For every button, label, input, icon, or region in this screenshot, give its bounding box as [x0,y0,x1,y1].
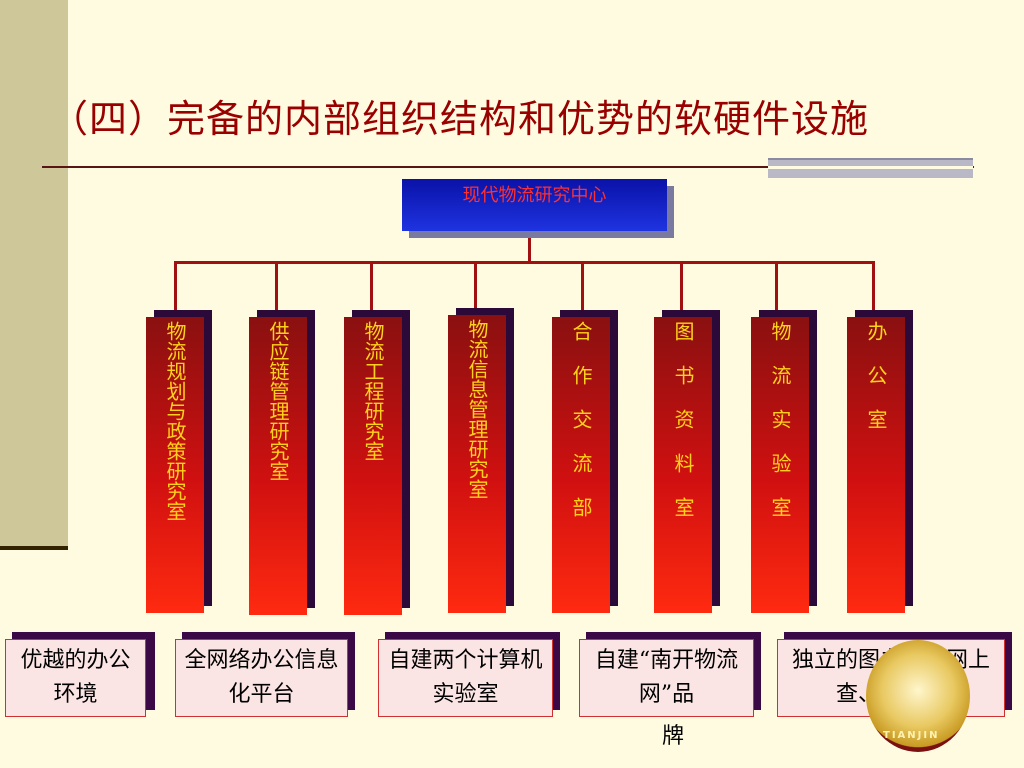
root-connector [528,231,531,263]
dept-label-1: 物流规划与政策研究室 [163,321,187,521]
dept-connector-5 [581,261,584,317]
university-seal-icon [866,640,970,752]
dept-connector-1 [174,261,177,317]
root-node: 现代物流研究中心 [402,179,667,231]
seal-lettering: TIANJIN [883,730,940,741]
feature-box-3: 自建两个计算机实验室 [378,639,553,717]
dept-label-3: 物流工程研究室 [361,321,385,461]
dept-connector-6 [680,261,683,317]
dept-node-4: 物流信息管理研究室 [448,315,506,613]
slide-title: （四）完备的内部组织结构和优势的软硬件设施 [50,97,870,141]
branch-connector [174,261,875,264]
dept-label-5: 合 作 交 流 部 [569,321,593,517]
dept-label-8: 办 公 室 [864,321,888,429]
dept-node-5: 合 作 交 流 部 [552,317,610,613]
feature-box-4: 自建“南开物流网”品 [579,639,754,717]
feature-overflow-text: 牌 [662,724,685,749]
title-rule [42,166,974,168]
dept-node-7: 物 流 实 验 室 [751,317,809,613]
title-rule-bar [768,158,973,178]
dept-node-1: 物流规划与政策研究室 [146,317,204,613]
dept-node-2: 供应链管理研究室 [249,317,307,615]
dept-connector-7 [775,261,778,317]
left-decor-line [0,546,68,550]
dept-label-4: 物流信息管理研究室 [465,319,489,499]
dept-node-8: 办 公 室 [847,317,905,613]
dept-node-3: 物流工程研究室 [344,317,402,615]
left-decor-strip [0,0,68,548]
dept-label-6: 图 书 资 料 室 [671,321,695,517]
feature-box-2: 全网络办公信息化平台 [175,639,348,717]
feature-box-1: 优越的办公环境 [5,639,146,717]
dept-connector-2 [275,261,278,317]
dept-label-2: 供应链管理研究室 [266,321,290,481]
dept-connector-8 [872,261,875,317]
dept-connector-4 [474,261,477,315]
dept-label-7: 物 流 实 验 室 [768,321,792,517]
dept-node-6: 图 书 资 料 室 [654,317,712,613]
dept-connector-3 [370,261,373,317]
